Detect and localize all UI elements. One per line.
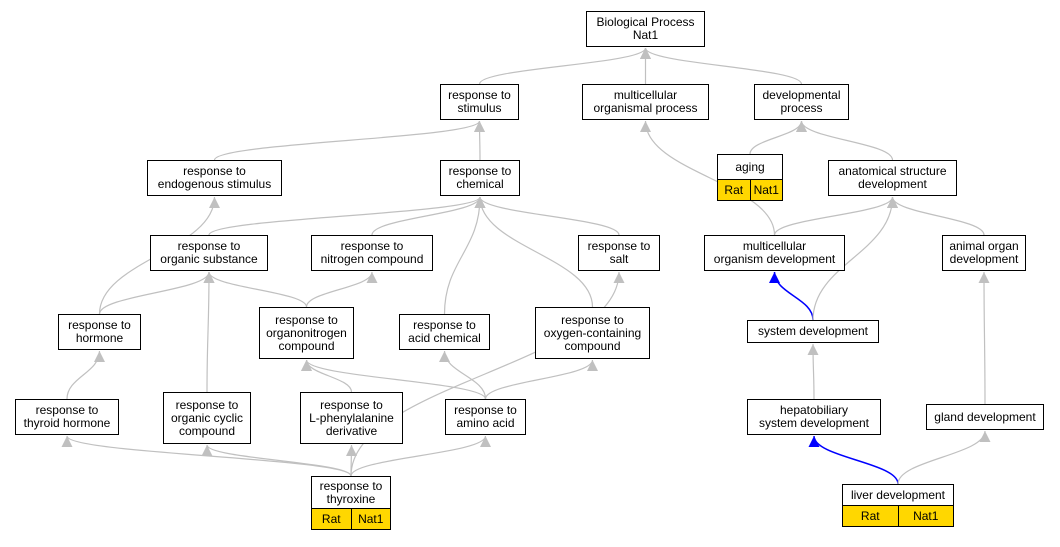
node-resp-amino[interactable]: response to amino acid bbox=[445, 399, 526, 435]
node-gland[interactable]: gland development bbox=[926, 404, 1044, 430]
node-resp-hormone[interactable]: response to hormone bbox=[58, 314, 141, 350]
tag-rat: Rat bbox=[312, 509, 351, 529]
node-hepato[interactable]: hepatobiliary system development bbox=[747, 399, 881, 435]
edge-resp-amino-to-resp-orgnitro bbox=[301, 359, 487, 400]
edge-resp-salt-to-resp-chem bbox=[474, 196, 620, 236]
node-resp-thyroid[interactable]: response to thyroid hormone bbox=[15, 399, 119, 435]
node-resp-salt[interactable]: response to salt bbox=[578, 235, 660, 271]
node-multi-dev[interactable]: multicellular organism development bbox=[704, 235, 845, 271]
edge-resp-endo-to-resp-stim bbox=[213, 120, 485, 161]
node-bp[interactable]: Biological Process Nat1 bbox=[586, 11, 705, 47]
node-resp-cyclic[interactable]: response to organic cyclic compound bbox=[163, 392, 251, 444]
edge-liver-to-hepato bbox=[808, 435, 899, 485]
edge-sys-dev-to-multi-dev bbox=[769, 271, 814, 321]
edge-resp-thyroid-to-resp-hormone bbox=[66, 350, 105, 400]
node-resp-chem[interactable]: response to chemical bbox=[440, 160, 520, 196]
node-aging[interactable]: aging bbox=[717, 154, 783, 180]
edge-resp-chem-to-resp-stim bbox=[474, 120, 486, 161]
edge-resp-nitro-to-resp-chem bbox=[371, 196, 486, 236]
node-resp-org-sub[interactable]: response to organic substance bbox=[150, 235, 268, 271]
node-resp-acid[interactable]: response to acid chemical bbox=[399, 314, 490, 350]
node-multi-proc[interactable]: multicellular organismal process bbox=[582, 84, 709, 120]
edge-multi-dev-to-anat-dev bbox=[773, 196, 898, 236]
node-resp-oxy[interactable]: response to oxygen-containing compound bbox=[535, 307, 650, 359]
tag-rat: Rat bbox=[843, 506, 898, 526]
edge-resp-amino-to-resp-acid bbox=[439, 350, 487, 400]
node-animal-organ[interactable]: animal organ development bbox=[942, 235, 1026, 271]
edge-resp-lphe-to-resp-orgnitro bbox=[301, 359, 353, 393]
node-resp-orgnitro[interactable]: response to organonitrogen compound bbox=[259, 307, 354, 359]
tag-nat1: Nat1 bbox=[897, 506, 953, 526]
edge-resp-stim-to-bp bbox=[478, 47, 651, 85]
edge-animal-organ-to-anat-dev bbox=[887, 196, 985, 236]
node-resp-lphe[interactable]: response to L-phenylalanine derivative bbox=[300, 392, 403, 444]
tag-rat: Rat bbox=[718, 180, 750, 200]
edge-dev-proc-to-bp bbox=[640, 47, 803, 85]
tag-nat1: Nat1 bbox=[749, 180, 782, 200]
node-resp-thyroxine[interactable]: response to thyroxine bbox=[311, 476, 391, 509]
node-resp-endo[interactable]: response to endogenous stimulus bbox=[147, 160, 282, 196]
edge-resp-thyroxine-to-resp-amino bbox=[350, 435, 491, 477]
edge-resp-cyclic-to-resp-org-sub bbox=[203, 271, 215, 393]
node-resp-nitro[interactable]: response to nitrogen compound bbox=[311, 235, 433, 271]
edge-resp-amino-to-resp-oxy bbox=[484, 359, 598, 400]
edge-sys-dev-to-anat-dev bbox=[812, 196, 898, 321]
node-sys-dev[interactable]: system development bbox=[747, 320, 879, 343]
node-anat-dev[interactable]: anatomical structure development bbox=[828, 160, 957, 196]
edge-resp-thyroxine-to-resp-cyclic bbox=[201, 444, 352, 477]
edge-resp-org-sub-to-resp-chem bbox=[208, 196, 486, 236]
tag-nat1: Nat1 bbox=[350, 509, 390, 529]
edge-aging-to-dev-proc bbox=[749, 120, 807, 155]
edge-gland-to-animal-organ bbox=[978, 271, 990, 405]
edge-hepato-to-sys-dev bbox=[807, 343, 819, 400]
edge-resp-oxy-to-resp-chem bbox=[474, 196, 594, 308]
edge-resp-acid-to-resp-chem bbox=[443, 196, 486, 315]
edge-resp-hormone-to-resp-org-sub bbox=[98, 271, 215, 315]
edge-resp-orgnitro-to-resp-org-sub bbox=[203, 271, 308, 308]
edge-anat-dev-to-dev-proc bbox=[796, 120, 894, 161]
node-dev-proc[interactable]: developmental process bbox=[754, 84, 849, 120]
edge-multi-dev-to-multi-proc bbox=[640, 120, 776, 236]
edge-liver-to-gland bbox=[897, 430, 991, 485]
node-liver[interactable]: liver development bbox=[842, 484, 954, 506]
edge-resp-orgnitro-to-resp-nitro bbox=[305, 271, 378, 308]
edge-resp-thyroxine-to-resp-salt bbox=[350, 271, 625, 477]
node-resp-stim[interactable]: response to stimulus bbox=[440, 84, 519, 120]
